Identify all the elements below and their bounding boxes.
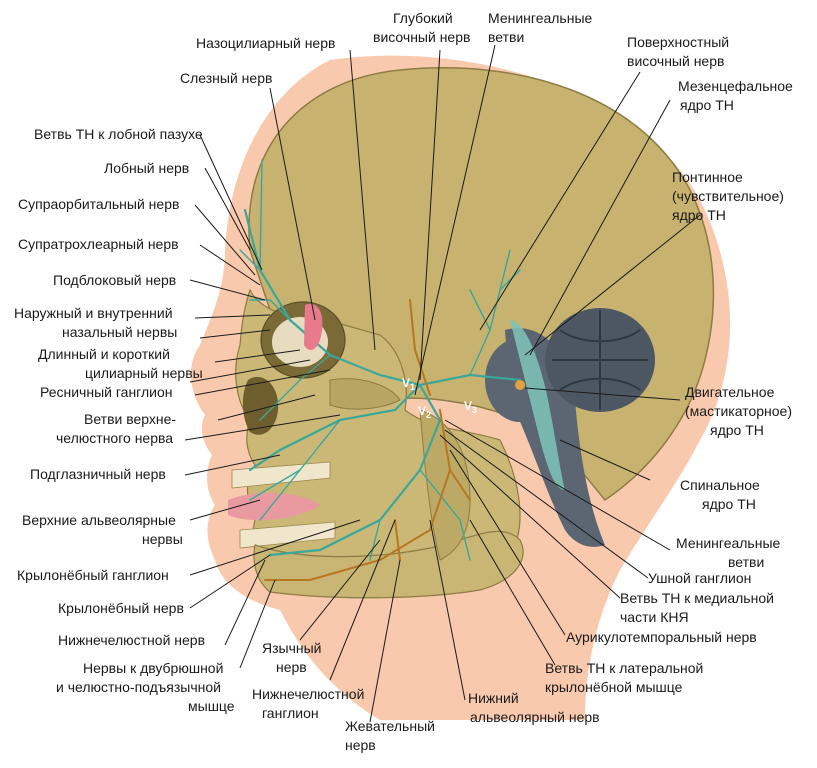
sensory-nerves (239, 159, 522, 561)
svg-text:нервы: нервы (142, 531, 183, 547)
svg-text:ядро ТН: ядро ТН (702, 496, 756, 512)
spinal-tract (510, 320, 565, 490)
branch-markers: V1 V2 V3 (402, 376, 477, 420)
label-frontal-sinus-branch: Ветвь ТН к лобной пазухе (34, 126, 203, 142)
label-deep-temporal: Глубокий (393, 10, 453, 26)
svg-text:цилиарный нервы: цилиарный нервы (85, 365, 203, 381)
svg-text:нерв: нерв (276, 659, 307, 675)
svg-text:назальный нервы: назальный нервы (62, 324, 177, 340)
svg-text:мышце: мышце (188, 698, 235, 714)
label-spinal-nucleus: Спинальное (680, 477, 760, 493)
svg-text:(мастикаторное): (мастикаторное) (685, 403, 792, 419)
label-pterygopalatine-nerve: Крылонёбный нерв (58, 600, 184, 616)
labels: Назоцилиарный нерв Глубокий височный нер… (14, 10, 793, 753)
label-meningeal-top: Менингеальные (488, 10, 593, 26)
svg-text:нерв: нерв (345, 737, 376, 753)
label-auriculotemporal: Аурикулотемпоральный нерв (566, 629, 757, 645)
svg-text:V2: V2 (418, 404, 431, 420)
label-pterygopalatine-ganglion: Крылонёбный ганглион (17, 567, 169, 583)
svg-text:и челюстно-подъязычной: и челюстно-подъязычной (56, 679, 221, 695)
label-medial-pterygoid: Ветвь ТН к медиальной (620, 590, 774, 606)
svg-text:ядро ТН: ядро ТН (710, 422, 764, 438)
svg-text:V3: V3 (464, 399, 477, 415)
label-submandibular: Нижнечелюстной (252, 686, 364, 702)
label-lacrimal: Слезный нерв (180, 70, 272, 86)
label-frontal: Лобный нерв (104, 160, 189, 176)
label-ciliary-ganglion: Ресничный ганглион (40, 384, 172, 400)
svg-text:ветви: ветви (728, 554, 764, 570)
label-lingual: Язычный (262, 640, 322, 656)
svg-text:ганглион: ганглион (262, 705, 319, 721)
label-mesencephalic: Мезенцефальное (678, 78, 793, 94)
label-infratrochlear: Подблоковый нерв (53, 272, 176, 288)
cerebellum-folia (552, 310, 648, 410)
svg-text:альвеолярный нерв: альвеолярный нерв (470, 709, 600, 725)
label-masseteric: Жевательный (345, 718, 435, 734)
label-nasociliary: Назоцилиарный нерв (196, 35, 335, 51)
label-mandibular-nerve: Нижнечелюстной нерв (58, 632, 205, 648)
label-ciliary: Длинный и короткий (38, 346, 170, 362)
svg-text:височный нерв: височный нерв (373, 29, 470, 45)
label-nasal: Наружный и внутренний (14, 305, 173, 321)
motor-nerves (264, 299, 525, 581)
label-meningeal-bottom: Менингеальные (676, 535, 781, 551)
leader-lines (184, 44, 701, 723)
svg-text:ветви: ветви (488, 29, 524, 45)
label-motor-nucleus: Двигательное (685, 384, 775, 400)
label-pontine: Понтинное (672, 169, 743, 185)
svg-text:V1: V1 (402, 376, 415, 392)
label-superior-alveolar: Верхние альвеолярные (22, 512, 176, 528)
label-supratrochlear: Супратрохлеарный нерв (18, 236, 179, 252)
label-digastric: Нервы к двубрюшной (83, 660, 223, 676)
label-supraorbital: Супраорбитальный нерв (18, 196, 179, 212)
svg-text:височный нерв: височный нерв (627, 53, 724, 69)
frontal-sinus (304, 303, 323, 350)
nasal-cavity (242, 376, 279, 435)
label-infraorbital: Подглазничный нерв (30, 466, 166, 482)
upper-teeth (231, 461, 331, 489)
svg-text:челюстного нерва: челюстного нерва (56, 430, 173, 446)
label-otic-ganglion: Ушной ганглион (648, 570, 751, 586)
label-superficial-temporal: Поверхностный (627, 34, 729, 50)
svg-text:ядро ТН: ядро ТН (680, 97, 734, 113)
svg-text:(чувствительное): (чувствительное) (672, 188, 784, 204)
zygomatic (329, 378, 401, 410)
label-maxillary-branches: Ветви верхне- (84, 411, 176, 427)
svg-text:ядро ТН: ядро ТН (672, 207, 726, 223)
label-inferior-alveolar: Нижний (468, 690, 519, 706)
svg-text:крылонёбной мышце: крылонёбной мышце (545, 679, 683, 695)
label-lateral-pterygoid: Ветвь ТН к латеральной (545, 660, 703, 676)
lower-teeth (239, 521, 336, 549)
svg-text:части КНЯ: части КНЯ (620, 609, 689, 625)
